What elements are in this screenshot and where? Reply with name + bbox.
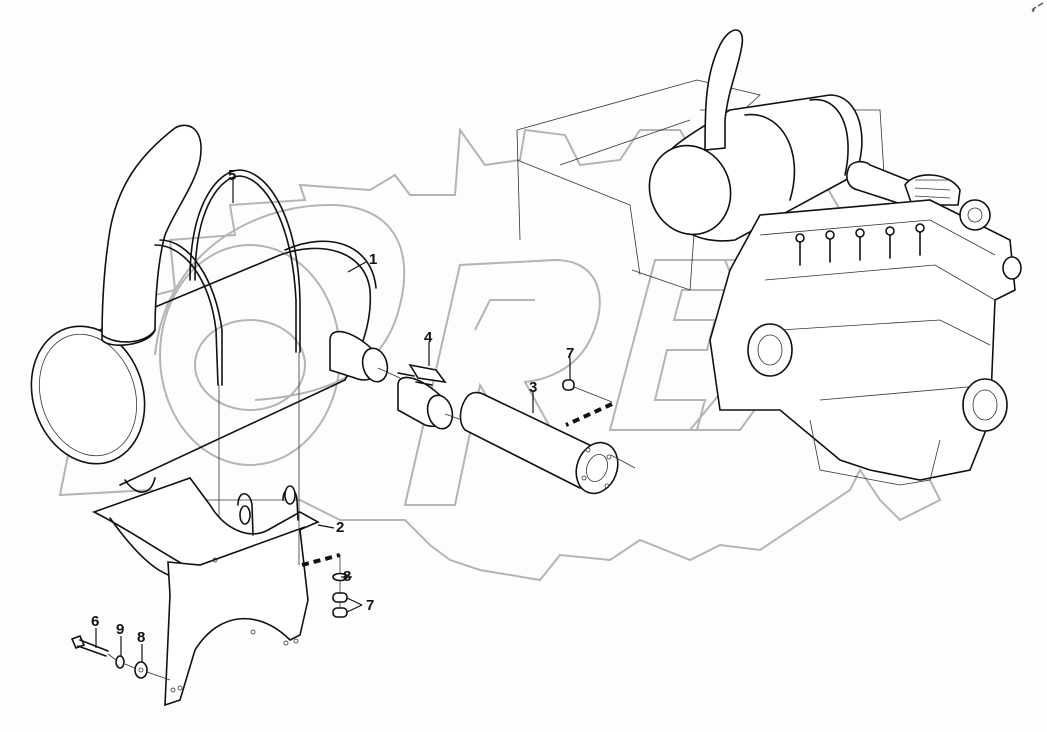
pipe-axis-line: [444, 413, 463, 421]
callout-1[interactable]: 1: [369, 251, 378, 268]
muffler: [30, 124, 377, 493]
callout-2[interactable]: 2: [336, 519, 345, 536]
callout-4[interactable]: 4: [424, 329, 433, 346]
pipe-clamp: [397, 363, 454, 430]
callout-5[interactable]: 5: [228, 167, 237, 184]
nut-washer-stack: [332, 572, 348, 618]
hidden-path-indicator: [301, 553, 341, 567]
flange-axis-line: [610, 454, 636, 469]
leader-line-2: [317, 524, 335, 529]
callout-7-lower[interactable]: 7: [366, 597, 375, 614]
support-bracket: [91, 477, 320, 707]
leader-line-1: [347, 261, 367, 273]
callout-3[interactable]: 3: [529, 379, 538, 396]
exhaust-pipe: [459, 391, 619, 495]
callout-9[interactable]: 9: [116, 621, 125, 638]
engine-assembly: [516, 29, 1022, 486]
callout-8-upper[interactable]: 8: [343, 568, 352, 585]
callout-8-lower[interactable]: 8: [137, 629, 146, 646]
leader-line-7-lower: [346, 597, 363, 613]
pipe-axis-line: [377, 367, 401, 379]
callout-7-upper[interactable]: 7: [566, 345, 575, 362]
inlet-pipe-stub: [329, 330, 389, 383]
callout-6[interactable]: 6: [91, 613, 100, 630]
bolt-hardware: [70, 634, 171, 681]
nut-upper: [562, 379, 613, 427]
u-bolt: [154, 169, 301, 386]
